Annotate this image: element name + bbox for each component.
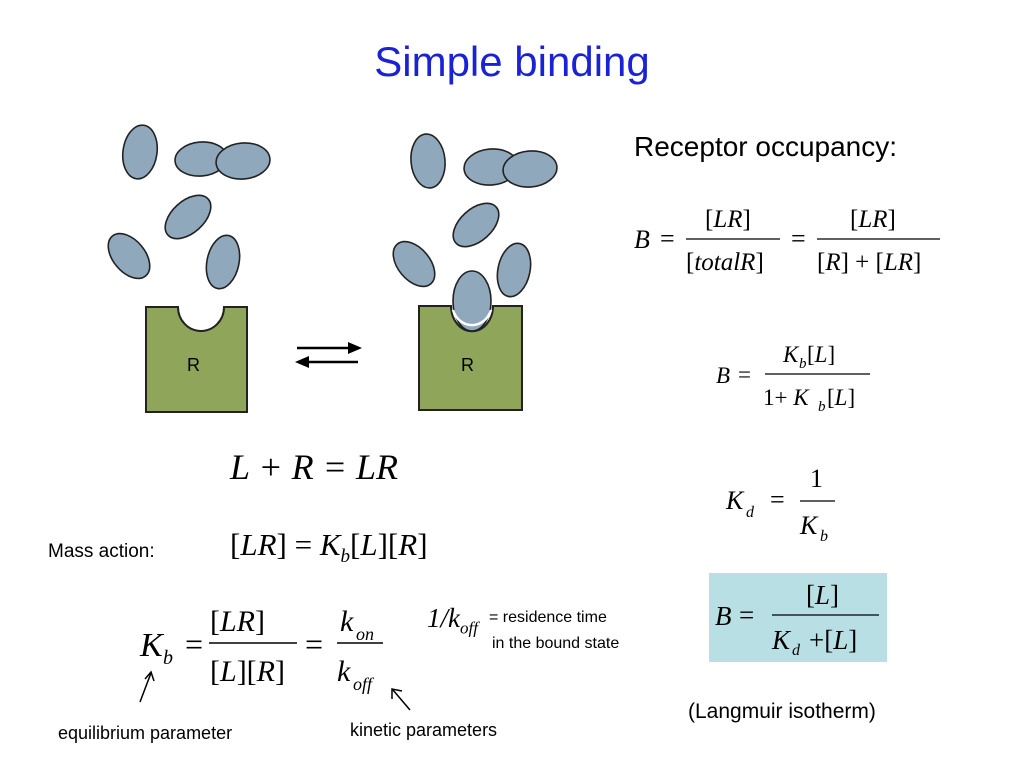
svg-text:d: d	[746, 504, 755, 521]
svg-text:[L][R]: [L][R]	[210, 655, 285, 688]
svg-text:=: =	[660, 224, 675, 253]
svg-text:+[L]: +[L]	[809, 625, 857, 655]
equilibrium-arrows	[295, 342, 362, 368]
svg-text:k: k	[340, 605, 354, 638]
occupancy-kb-equation: B = K b [L] 1+ K b [L]	[716, 342, 870, 415]
svg-text:1: 1	[810, 464, 823, 493]
svg-text:b: b	[820, 528, 828, 545]
ligand-ellipse	[121, 124, 159, 180]
reaction-equation: L + R = LR	[230, 447, 398, 487]
svg-text:d: d	[792, 642, 801, 659]
langmuir-highlight-box: B = [L] K d +[L]	[709, 573, 887, 662]
ligand-ellipse	[215, 142, 271, 180]
ligand-ellipse	[205, 234, 241, 290]
mass-action-label: Mass action:	[48, 541, 155, 562]
mass-action-equation: [LR] = Kb[L][R]	[230, 527, 428, 568]
svg-text:K: K	[139, 627, 165, 664]
svg-text:[L]: [L]	[807, 342, 835, 367]
svg-text:[LR]: [LR]	[210, 605, 265, 638]
occupancy-equation: B = [LR] [totalR] = [LR] [R] + [LR]	[634, 206, 940, 276]
svg-text:=: =	[791, 224, 806, 253]
svg-text:=: =	[185, 626, 203, 662]
svg-text:B: B	[716, 363, 730, 388]
svg-text:1+ K: 1+ K	[763, 385, 810, 410]
svg-text:B: B	[715, 601, 732, 631]
receptor-block	[145, 306, 248, 413]
svg-text:b: b	[163, 647, 173, 669]
svg-text:on: on	[356, 624, 374, 644]
pointer-arrow	[139, 670, 155, 703]
langmuir-isotherm-label: (Langmuir isotherm)	[688, 700, 876, 723]
svg-text:K: K	[799, 511, 819, 540]
page-title: Simple binding	[374, 38, 650, 85]
svg-text:=: =	[738, 362, 751, 387]
ligand-ellipse	[502, 150, 558, 188]
svg-text:[L]: [L]	[827, 385, 855, 410]
svg-text:[LR]: [LR]	[850, 206, 896, 233]
equilibrium-parameter-label: equilibrium parameter	[58, 723, 233, 743]
ligand-ellipse	[452, 270, 492, 332]
svg-text:K: K	[782, 342, 800, 367]
pointer-arrows	[139, 670, 411, 711]
receptor-label: R	[461, 355, 474, 375]
ligand-ellipse	[107, 232, 151, 280]
svg-text:K: K	[771, 625, 792, 655]
ligand-ellipse	[164, 194, 212, 240]
svg-text:=: =	[305, 626, 323, 662]
langmuir-equation: B = [L] K d +[L]	[715, 580, 879, 659]
svg-text:[totalR]: [totalR]	[686, 249, 764, 276]
svg-text:off: off	[353, 674, 375, 694]
binding-cartoon	[107, 124, 558, 413]
svg-text:=: =	[739, 600, 754, 630]
pointer-arrow	[391, 688, 411, 711]
svg-text:b: b	[818, 399, 826, 415]
receptor-occupancy-heading: Receptor occupancy:	[634, 131, 898, 162]
svg-text:B: B	[634, 225, 650, 254]
receptor-label: R	[187, 355, 200, 375]
kd-definition-equation: K d = 1 K b	[725, 464, 835, 545]
kb-definition-equation: K b = [LR] [L][R] = k on k off	[139, 605, 383, 694]
svg-text:[L]: [L]	[806, 580, 839, 610]
residence-time-label: = residence time	[489, 609, 607, 626]
ligand-ellipse	[392, 240, 436, 288]
svg-text:[LR]: [LR]	[705, 206, 751, 233]
ligand-ellipse	[410, 133, 446, 189]
ligand-ellipse	[452, 202, 500, 248]
residence-time-label: in the bound state	[492, 635, 620, 652]
svg-text:k: k	[337, 655, 351, 688]
kinetic-parameters-label: kinetic parameters	[350, 720, 498, 740]
residence-time-term: 1/koff	[427, 603, 478, 638]
svg-text:[R] + [LR]: [R] + [LR]	[817, 249, 921, 276]
ligand-ellipse	[496, 242, 532, 298]
svg-text:b: b	[799, 356, 807, 372]
svg-text:=: =	[770, 485, 785, 514]
svg-text:K: K	[725, 486, 745, 515]
